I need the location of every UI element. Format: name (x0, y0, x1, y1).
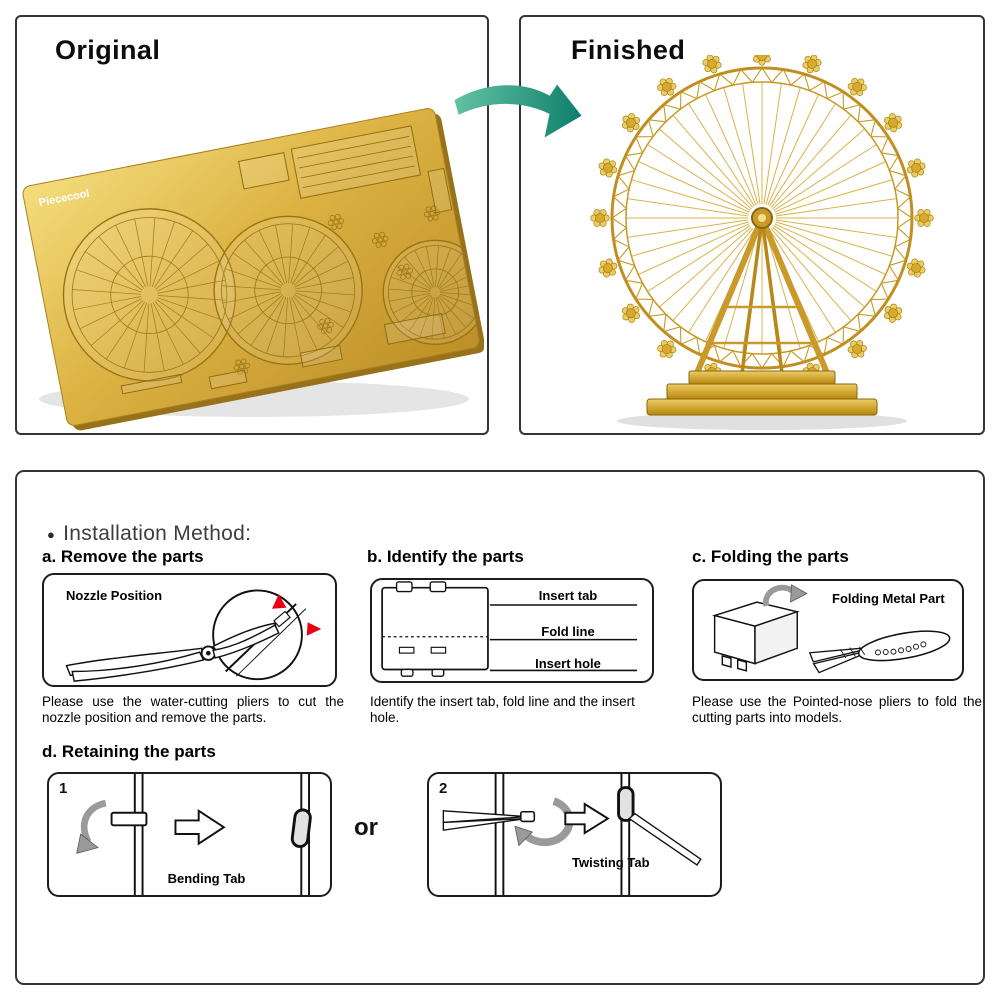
transform-arrow-icon (448, 78, 588, 150)
nozzle-position-label: Nozzle Position (66, 588, 163, 603)
step-a-title: a. Remove the parts (42, 547, 204, 566)
bending-tab-diagram: 1 Bending Tab (47, 772, 332, 897)
bending-tab-label: Bending Tab (167, 871, 246, 886)
insert-tab-label: Insert tab (538, 588, 598, 603)
bending-tab-illustration (76, 774, 312, 895)
installation-heading-text: Installation Method: (63, 522, 252, 545)
step-b-caption: Identify the insert tab, fold line and t… (370, 694, 635, 725)
step-c-diagram: Folding Metal Part (692, 579, 964, 681)
finished-panel: Finished (519, 15, 985, 435)
or-text: or (354, 814, 378, 841)
finished-title: Finished (571, 35, 686, 65)
bullet-icon: ● (47, 526, 56, 542)
step-a-diagram: Nozzle Position (42, 573, 337, 687)
twisting-tab-label: Twisting Tab (572, 855, 650, 870)
ferris-wheel-illustration (590, 55, 934, 430)
step-d-title: d. Retaining the parts (42, 742, 216, 761)
twisting-tab-diagram: 2 Twisting Tab (427, 772, 722, 897)
step-c-title: c. Folding the parts (692, 547, 849, 566)
step-b-diagram: Insert tab Fold line Insert hole (370, 578, 654, 683)
metal-sheet-illustration: Piececool (22, 108, 484, 431)
folding-illustration (712, 584, 951, 674)
twisting-number: 2 (439, 780, 448, 797)
bending-number: 1 (59, 780, 68, 797)
pliers-cutting-illustration (65, 589, 322, 682)
original-title: Original (55, 35, 161, 65)
step-b-title: b. Identify the parts (367, 547, 524, 566)
fold-line-label: Fold line (541, 624, 595, 639)
twisting-tab-illustration (442, 774, 702, 895)
insert-hole-label: Insert hole (535, 656, 601, 671)
instructions-panel: ● Installation Method: a. Remove the par… (15, 470, 985, 985)
part-identification-illustration (381, 581, 638, 677)
installation-heading: ● Installation Method: (47, 522, 251, 546)
step-a-caption: Please use the water-cutting pliers to c… (42, 694, 344, 725)
folding-metal-part-label: Folding Metal Part (832, 591, 945, 606)
step-c-caption: Please use the Pointed-nose pliers to fo… (692, 694, 982, 725)
original-panel: Original Piececool (15, 15, 489, 435)
